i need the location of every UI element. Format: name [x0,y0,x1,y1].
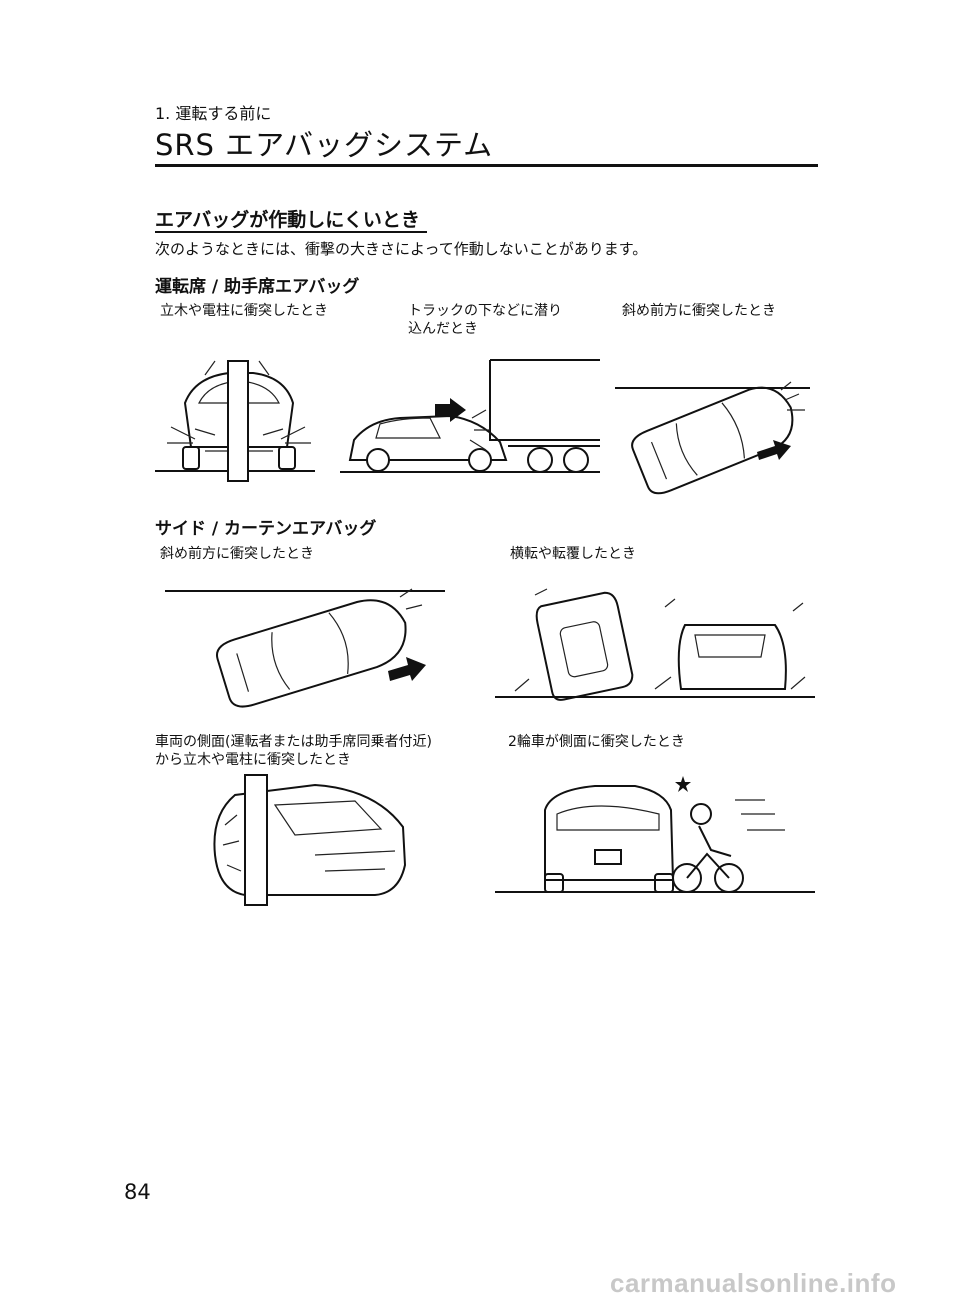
side-airbags-heading: サイド / カーテンエアバッグ [155,519,377,539]
illustration-side-pole [213,774,407,906]
section-heading-underline [155,231,427,233]
page-title: SRS エアバッグシステム [155,128,494,162]
caption-side-pole: 車両の側面(運転者または助手席同乗者付近) から立木や電柱に衝突したとき [155,734,432,768]
caption-tree-pole: 立木や電柱に衝突したとき [160,303,328,319]
illustration-car-pole-front [155,360,315,482]
caption-motorcycle: 2輪車が側面に衝突したとき [508,734,685,750]
caption-rollover: 横転や転覆したとき [510,546,636,562]
illustration-motorcycle [495,776,815,893]
caption-side-oblique-front: 斜め前方に衝突したとき [160,546,314,562]
section-heading: エアバッグが作動しにくいとき [155,209,420,231]
page-number: 84 [124,1180,151,1204]
chapter-label: 1. 運転する前に [155,104,272,123]
section-intro: 次のようなときには、衝撃の大きさによって作動しないことがあります。 [155,240,648,258]
illustration-oblique-crash [615,381,810,495]
front-airbags-heading: 運転席 / 助手席エアバッグ [155,277,360,297]
watermark: carmanualsonline.info [610,1268,897,1298]
illustration-side-oblique-crash [165,588,445,708]
caption-under-truck: トラックの下などに潜り 込んだとき [408,303,562,337]
title-rule [155,164,818,167]
illustration-car-under-truck [340,359,600,473]
caption-oblique-front: 斜め前方に衝突したとき [622,303,776,319]
illustration-rollover [495,588,815,701]
